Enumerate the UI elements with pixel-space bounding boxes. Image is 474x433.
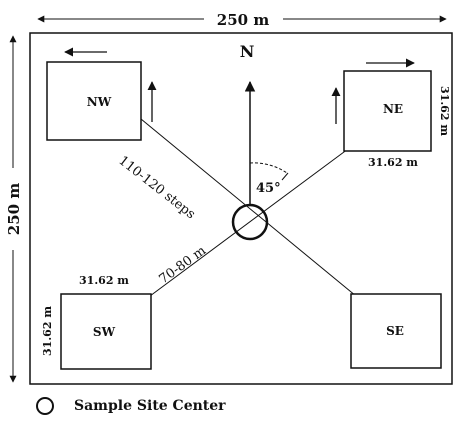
plot-sw-height-label: 31.62 m xyxy=(41,306,54,356)
left-height-label: 250 m xyxy=(5,183,23,236)
top-width-label: 250 m xyxy=(217,11,270,29)
legend: Sample Site Center xyxy=(36,394,226,418)
legend-circle-icon xyxy=(36,397,54,415)
north-label: N xyxy=(240,42,255,61)
diagonal-meters-label: 70-80 m xyxy=(157,243,209,287)
plot-ne-label: NE xyxy=(383,102,403,116)
plot-ne xyxy=(343,70,432,152)
diagonal-steps-label: 110-120 steps xyxy=(116,153,198,222)
angle-arc xyxy=(249,162,288,174)
plot-se xyxy=(350,293,442,369)
plot-sw-width-label: 31.62 m xyxy=(79,274,129,287)
plot-se-label: SE xyxy=(386,324,404,338)
diagonal-sw-ne xyxy=(149,148,349,297)
angle-arc-tick xyxy=(281,172,289,181)
site-boundary xyxy=(29,32,453,385)
plot-sw-label: SW xyxy=(93,325,116,339)
angle-label: 45° xyxy=(256,181,281,196)
sample-site-center-marker xyxy=(231,203,269,241)
plot-ne-height-label: 31.62 m xyxy=(438,86,451,136)
diagonal-nw-se xyxy=(140,118,357,297)
legend-label: Sample Site Center xyxy=(74,398,226,414)
plot-nw-label: NW xyxy=(87,95,112,109)
plot-ne-width-label: 31.62 m xyxy=(368,156,418,169)
plot-sw xyxy=(60,293,152,370)
plot-nw xyxy=(46,61,142,141)
